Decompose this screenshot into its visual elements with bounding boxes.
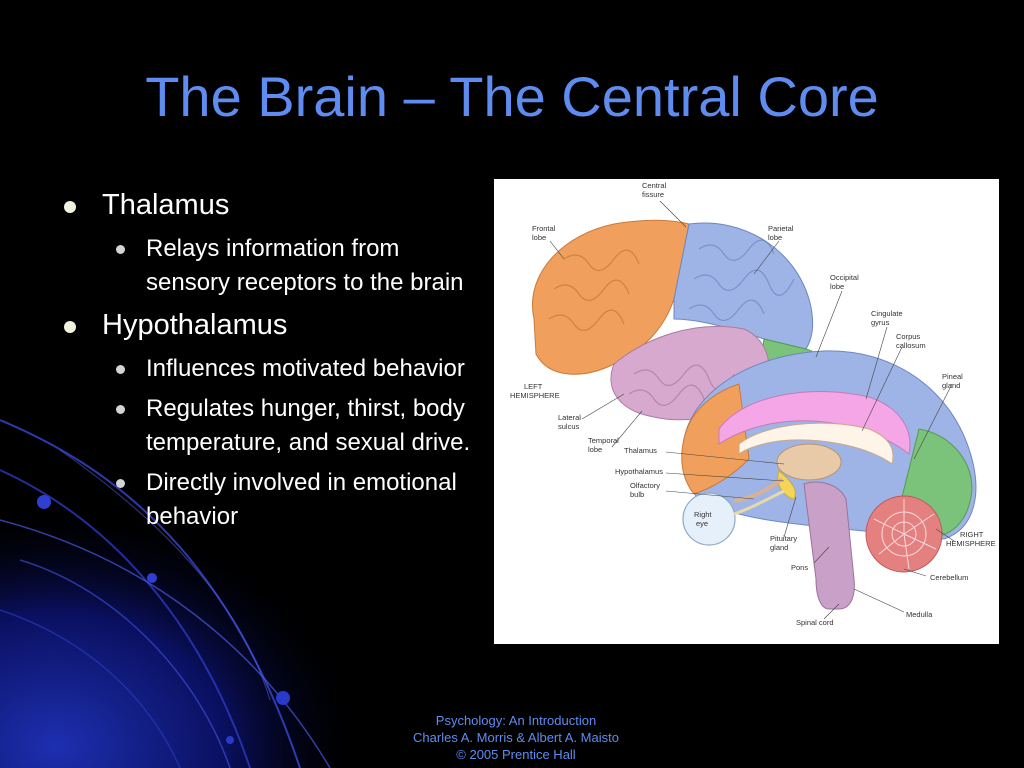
sub-bullet-text: Influences motivated behavior [146, 355, 465, 382]
footer-line-2: Charles A. Morris & Albert A. Maisto [413, 730, 619, 745]
footer-line-3: © 2005 Prentice Hall [456, 747, 576, 762]
label-lateral-sulcus-1: Lateral [558, 413, 581, 422]
slide-title: The Brain – The Central Core [145, 65, 879, 128]
label-pituitary-gland-2: gland [770, 543, 788, 552]
brainstem [803, 481, 855, 610]
brain-diagram: Central fissure Frontal lobe Parietal lo… [494, 179, 999, 644]
label-occipital-lobe-2: lobe [830, 282, 844, 291]
sub-bullet-text: Directly involved in emotional behavior [146, 469, 457, 530]
sub-bullet: Directly involved in emotional behavior [60, 466, 480, 534]
bullet-dot-icon [64, 321, 76, 333]
label-left-hemisphere-2: HEMISPHERE [510, 391, 560, 400]
bullet-list: Thalamus Relays information from sensory… [60, 186, 480, 540]
gyri-texture [548, 239, 795, 411]
sub-bullet: Regulates hunger, thirst, body temperatu… [60, 392, 480, 460]
cerebellum-folia [873, 499, 937, 570]
sub-bullet: Relays information from sensory receptor… [60, 232, 480, 300]
label-corpus-callosum-2: callosum [896, 341, 926, 350]
label-pituitary-gland-1: Pituitary [770, 534, 797, 543]
label-thalamus: Thalamus [624, 446, 657, 455]
label-medulla: Medulla [906, 610, 933, 619]
sub-bullet-text: Relays information from sensory receptor… [146, 235, 464, 296]
label-temporal-lobe-2: lobe [588, 445, 602, 454]
parietal-lobe [673, 222, 814, 350]
label-cingulate-gyrus-2: gyrus [871, 318, 890, 327]
bullet-text: Thalamus [102, 189, 230, 221]
label-spinal-cord: Spinal cord [796, 618, 834, 627]
label-hypothalamus: Hypothalamus [615, 467, 663, 476]
sub-bullet-dot-icon [116, 405, 125, 414]
cingulate-gyrus [718, 391, 911, 455]
label-central-fissure-2: fissure [642, 190, 664, 199]
leader-lines [549, 200, 955, 620]
label-right-hemisphere-2: HEMISPHERE [946, 539, 996, 548]
optic-nerve [733, 489, 785, 516]
corpus-callosum [738, 422, 894, 465]
sub-bullet: Influences motivated behavior [60, 352, 480, 386]
sub-bullet-text: Regulates hunger, thirst, body temperatu… [146, 395, 471, 456]
label-cerebellum: Cerebellum [930, 573, 968, 582]
footer-credits: Psychology: An Introduction Charles A. M… [380, 712, 652, 763]
label-olfactory-bulb-2: bulb [630, 490, 644, 499]
label-pineal-gland-1: Pineal [942, 372, 963, 381]
right-eye-shape [682, 492, 736, 546]
label-occipital-lobe-1: Occipital [830, 273, 859, 282]
label-right-hemisphere-1: RIGHT [960, 530, 984, 539]
label-right-eye-2: eye [696, 519, 708, 528]
bullet-thalamus: Thalamus [60, 186, 480, 224]
bullet-text: Hypothalamus [102, 309, 288, 341]
bullet-dot-icon [64, 201, 76, 213]
label-right-eye-1: Right [694, 510, 712, 519]
label-lateral-sulcus-2: sulcus [558, 422, 580, 431]
right-frontal [681, 383, 750, 495]
sub-bullet-dot-icon [116, 365, 125, 374]
label-olfactory-bulb-1: Olfactory [630, 481, 660, 490]
label-temporal-lobe-1: Temporal [588, 436, 619, 445]
brain-illustration: Central fissure Frontal lobe Parietal lo… [510, 181, 996, 627]
label-frontal-lobe-2: lobe [532, 233, 546, 242]
footer-line-1: Psychology: An Introduction [435, 713, 597, 728]
sub-bullet-dot-icon [116, 245, 125, 254]
label-pineal-gland-2: gland [942, 381, 960, 390]
thalamus-shape [776, 443, 842, 481]
label-parietal-lobe-1: Parietal [768, 224, 794, 233]
label-central-fissure-1: Central [642, 181, 667, 190]
bullet-hypothalamus: Hypothalamus [60, 306, 480, 344]
label-corpus-callosum-1: Corpus [896, 332, 920, 341]
label-frontal-lobe-1: Frontal [532, 224, 556, 233]
sub-bullet-dot-icon [116, 479, 125, 488]
label-parietal-lobe-2: lobe [768, 233, 782, 242]
label-cingulate-gyrus-1: Cingulate [871, 309, 903, 318]
label-pons: Pons [791, 563, 808, 572]
olfactory-tract [733, 477, 784, 503]
label-left-hemisphere-1: LEFT [524, 382, 543, 391]
